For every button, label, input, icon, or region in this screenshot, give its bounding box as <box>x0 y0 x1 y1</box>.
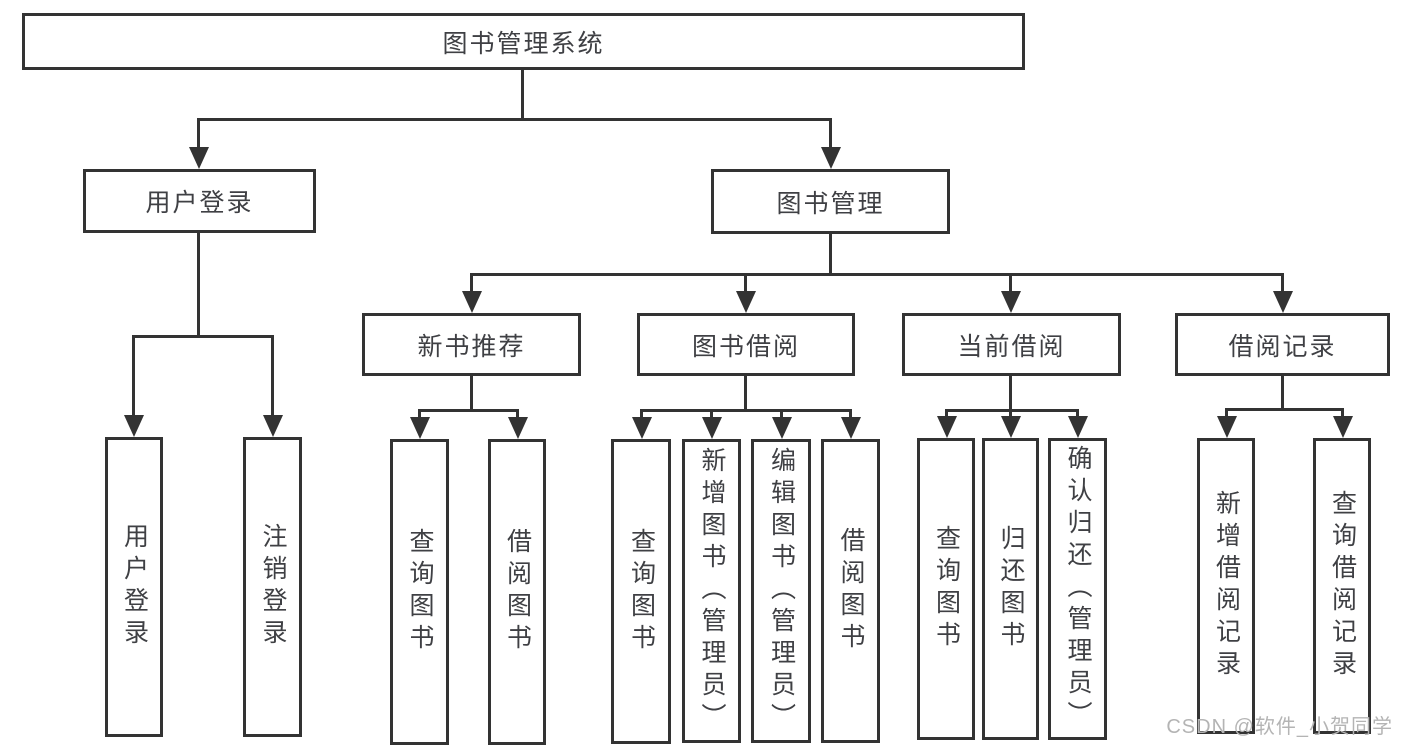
node-label: 当前借阅 <box>957 332 1066 361</box>
arrow-to-current-confirm <box>1067 409 1088 438</box>
node-label: 借阅记录 <box>1228 332 1337 361</box>
arrow-to-borrowing-records <box>1272 273 1293 313</box>
node-label: 新增图书（管理员） <box>698 447 726 735</box>
connector-borrowing-records-branch <box>1225 408 1343 411</box>
node-label: 新增借阅记录 <box>1212 490 1241 682</box>
arrow-to-book-borrowing <box>735 273 756 313</box>
node-label: 借阅图书 <box>837 527 865 655</box>
leaf-borrow-add-books-admin: 新增图书（管理员） <box>682 439 741 743</box>
connector-user-login-stub <box>197 233 200 335</box>
connector-book-management-branch <box>470 273 1283 276</box>
arrow-to-borrow-borrow <box>840 409 861 439</box>
node-book-management: 图书管理 <box>711 169 950 234</box>
leaf-current-query-books: 查询图书 <box>917 438 975 740</box>
arrow-to-user-login-branch <box>188 118 209 169</box>
connector-book-borrowing-branch <box>640 409 851 412</box>
node-label: 查询借阅记录 <box>1328 490 1357 682</box>
leaf-logout-login: 注销登录 <box>243 437 302 737</box>
connector-root-stub <box>521 70 524 118</box>
node-label: 借阅图书 <box>503 528 532 656</box>
leaf-newrec-borrow-books: 借阅图书 <box>488 439 546 745</box>
leaf-current-return-books: 归还图书 <box>982 438 1039 740</box>
node-book-borrowing: 图书借阅 <box>637 313 855 376</box>
connector-new-book-branch <box>418 409 518 412</box>
node-new-book-recommend: 新书推荐 <box>362 313 581 376</box>
node-borrowing-records: 借阅记录 <box>1175 313 1390 376</box>
arrow-to-borrow-edit <box>771 409 792 439</box>
node-label: 图书借阅 <box>691 332 800 361</box>
leaf-records-query-record: 查询借阅记录 <box>1313 438 1371 734</box>
arrow-to-current-return <box>1000 409 1021 438</box>
node-library-system: 图书管理系统 <box>22 13 1025 70</box>
node-label: 图书管理系统 <box>442 29 605 58</box>
leaf-newrec-query-books: 查询图书 <box>390 439 449 745</box>
connector-book-management-stub <box>829 234 832 273</box>
arrow-to-book-management <box>820 118 841 169</box>
node-label: 编辑图书（管理员） <box>767 447 796 735</box>
node-label: 查询图书 <box>406 528 434 656</box>
node-user-login-branch: 用户登录 <box>83 169 316 233</box>
connector-root-branch <box>197 118 832 121</box>
arrow-to-records-add <box>1216 408 1237 438</box>
node-label: 图书管理 <box>776 189 885 218</box>
arrow-to-current-query <box>936 409 957 438</box>
node-label: 查询图书 <box>627 527 656 656</box>
arrow-to-current-borrowing <box>1000 273 1021 313</box>
connector-new-book-stub <box>470 376 473 409</box>
arrow-to-newrec-borrow <box>507 409 528 439</box>
node-label: 注销登录 <box>259 523 287 651</box>
node-label: 用户登录 <box>120 523 149 651</box>
node-current-borrowing: 当前借阅 <box>902 313 1121 376</box>
arrow-to-records-query <box>1332 408 1353 438</box>
node-label: 新书推荐 <box>417 332 526 361</box>
arrow-to-newrec-query <box>409 409 430 439</box>
node-label: 用户登录 <box>145 189 254 217</box>
arrow-to-leaf-user-login <box>123 335 144 437</box>
leaf-current-confirm-return-admin: 确认归还（管理员） <box>1048 438 1107 740</box>
connector-book-borrowing-stub <box>744 376 747 409</box>
csdn-watermark: CSDN @软件_小贺同学 <box>1166 716 1393 738</box>
connector-current-borrowing-stub <box>1009 376 1012 409</box>
leaf-borrow-borrow-books: 借阅图书 <box>821 439 880 743</box>
node-label: 确认归还（管理员） <box>1064 445 1092 733</box>
leaf-records-add-record: 新增借阅记录 <box>1197 438 1255 734</box>
leaf-borrow-edit-books-admin: 编辑图书（管理员） <box>751 439 811 743</box>
leaf-user-login: 用户登录 <box>105 437 163 737</box>
arrow-to-borrow-add <box>701 409 722 439</box>
arrow-to-new-book-recommend <box>461 273 482 313</box>
leaf-borrow-query-books: 查询图书 <box>611 439 671 744</box>
node-label: 查询图书 <box>932 525 961 653</box>
arrow-to-borrow-query <box>631 409 652 439</box>
connector-user-login-branch <box>132 335 274 338</box>
node-label: 归还图书 <box>997 525 1025 653</box>
arrow-to-leaf-logout <box>262 335 283 437</box>
connector-borrowing-records-stub <box>1281 376 1284 408</box>
